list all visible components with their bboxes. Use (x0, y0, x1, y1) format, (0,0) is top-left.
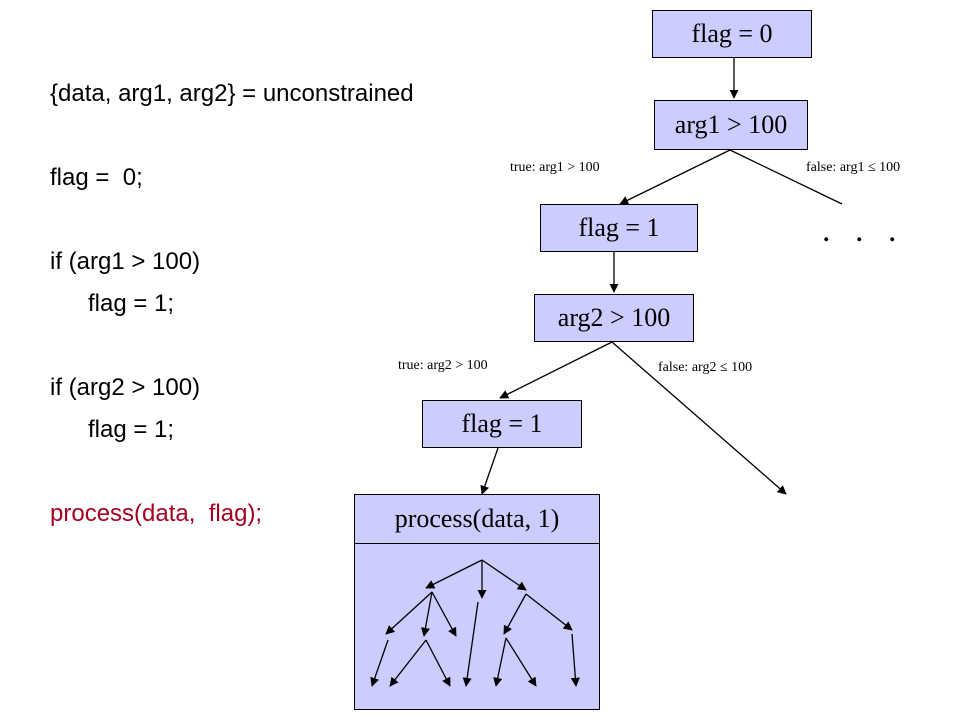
node-arg2-cond: arg2 > 100 (534, 294, 694, 342)
subtree-edge (420, 591, 433, 637)
node-flag-1-a: flag = 1 (540, 204, 698, 252)
subtree-edge (425, 639, 451, 687)
code-line-process-call: process(data, flag); (50, 500, 263, 527)
subtree-edge (481, 559, 527, 591)
edge-arg2-false (611, 341, 787, 495)
subtree-edge (503, 593, 527, 635)
subtree-edge (525, 593, 573, 631)
edge-arg1-false (729, 149, 843, 205)
code-line-if-arg1: if (arg1 > 100) (50, 248, 201, 275)
subtree-edge (425, 559, 483, 589)
edge-label-true-arg1: true: arg1 > 100 (510, 160, 600, 175)
subtree-edge (431, 591, 457, 637)
node-arg1-cond: arg1 > 100 (654, 100, 808, 150)
subtree-edge (370, 639, 389, 687)
edge-arg1-true (619, 149, 731, 205)
node-flag-1-b: flag = 1 (422, 400, 582, 448)
subtree-edge (389, 639, 427, 687)
code-line-if-arg2: if (arg2 > 100) (50, 374, 201, 401)
edge-arg2-true (499, 341, 613, 399)
code-line-flag-set-2: flag = 1; (88, 416, 175, 443)
subtree-edge (385, 591, 433, 635)
process-region (354, 494, 600, 710)
ellipsis: . . . (822, 212, 905, 249)
edge-flag1b-to-process (480, 447, 499, 495)
code-line-unconstrained: {data, arg1, arg2} = unconstrained (50, 80, 414, 107)
process-node: process(data, 1) (354, 494, 600, 544)
subtree-edge (505, 637, 537, 687)
subtree-edge (493, 637, 507, 687)
node-flag-0: flag = 0 (652, 10, 812, 58)
subtree-edge (570, 633, 580, 687)
edge-label-false-arg1: false: arg1 ≤ 100 (806, 160, 901, 175)
code-line-flag-init: flag = 0; (50, 164, 143, 191)
edge-label-true-arg2: true: arg2 > 100 (398, 358, 488, 373)
edge-label-false-arg2: false: arg2 ≤ 100 (658, 360, 753, 375)
subtree-edge (462, 601, 479, 687)
code-line-flag-set-1: flag = 1; (88, 290, 175, 317)
